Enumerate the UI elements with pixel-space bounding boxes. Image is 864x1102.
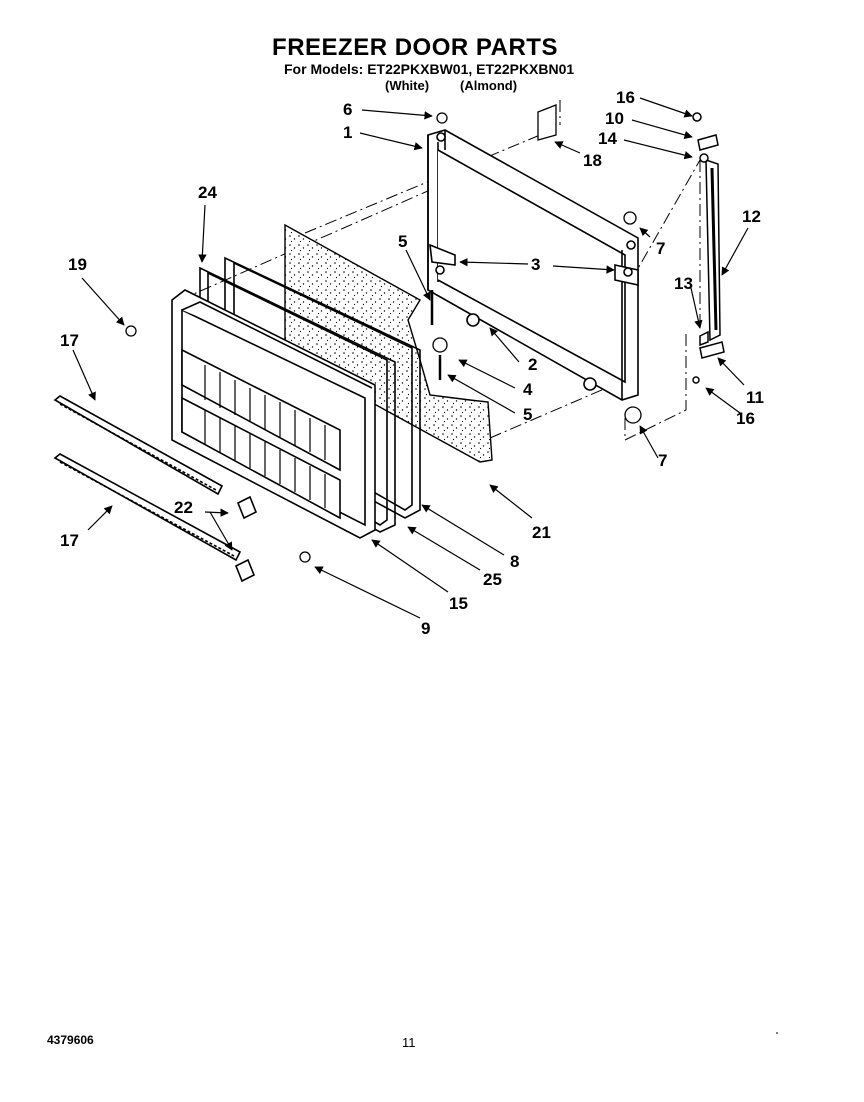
variant-almond-label: (Almond) bbox=[460, 78, 518, 93]
callout-4: 4 bbox=[523, 380, 533, 399]
foam-insulation bbox=[284, 223, 493, 463]
callout-5-lower: 5 bbox=[523, 405, 532, 424]
callout-17-upper: 17 bbox=[60, 331, 79, 350]
callout-7-bottom: 7 bbox=[658, 451, 667, 470]
callout-18: 18 bbox=[583, 151, 602, 170]
callout-13: 13 bbox=[674, 274, 693, 293]
callout-5-upper: 5 bbox=[398, 232, 407, 251]
callout-17-lower: 17 bbox=[60, 531, 79, 550]
callout-1: 1 bbox=[343, 123, 352, 142]
outer-door-frame bbox=[427, 129, 639, 401]
page-number: 11 bbox=[402, 1035, 416, 1050]
callout-12: 12 bbox=[742, 207, 761, 226]
models-line: For Models: ET22PKXBW01, ET22PKXBN01 bbox=[284, 61, 575, 77]
door-handle-trim bbox=[692, 112, 725, 384]
callout-24: 24 bbox=[198, 183, 217, 202]
leader-arrows bbox=[72, 97, 749, 619]
document-number: 4379606 bbox=[47, 1033, 94, 1047]
callout-21: 21 bbox=[532, 523, 551, 542]
callout-16-bottom: 16 bbox=[736, 409, 755, 428]
callout-22: 22 bbox=[174, 498, 193, 517]
callout-10: 10 bbox=[605, 109, 624, 128]
callout-8: 8 bbox=[510, 552, 519, 571]
callout-3: 3 bbox=[531, 255, 540, 274]
callout-2: 2 bbox=[528, 355, 537, 374]
door-shelf-bars bbox=[53, 395, 258, 583]
callout-15: 15 bbox=[449, 594, 468, 613]
hardware-screws bbox=[125, 104, 642, 563]
callout-19: 19 bbox=[68, 255, 87, 274]
variant-white-label: (White) bbox=[385, 78, 430, 93]
callout-11: 11 bbox=[746, 388, 764, 407]
page-title: FREEZER DOOR PARTS bbox=[272, 34, 558, 61]
callout-9: 9 bbox=[421, 619, 430, 638]
callout-7-top: 7 bbox=[656, 239, 665, 258]
inner-door-liner bbox=[171, 289, 376, 539]
callout-6: 6 bbox=[343, 100, 352, 119]
callout-25: 25 bbox=[483, 570, 502, 589]
callout-16-top: 16 bbox=[616, 88, 635, 107]
callout-14: 14 bbox=[598, 129, 617, 148]
callout-numbers: 6 1 18 16 10 14 7 12 24 5 3 19 13 2 17 4… bbox=[60, 88, 764, 638]
